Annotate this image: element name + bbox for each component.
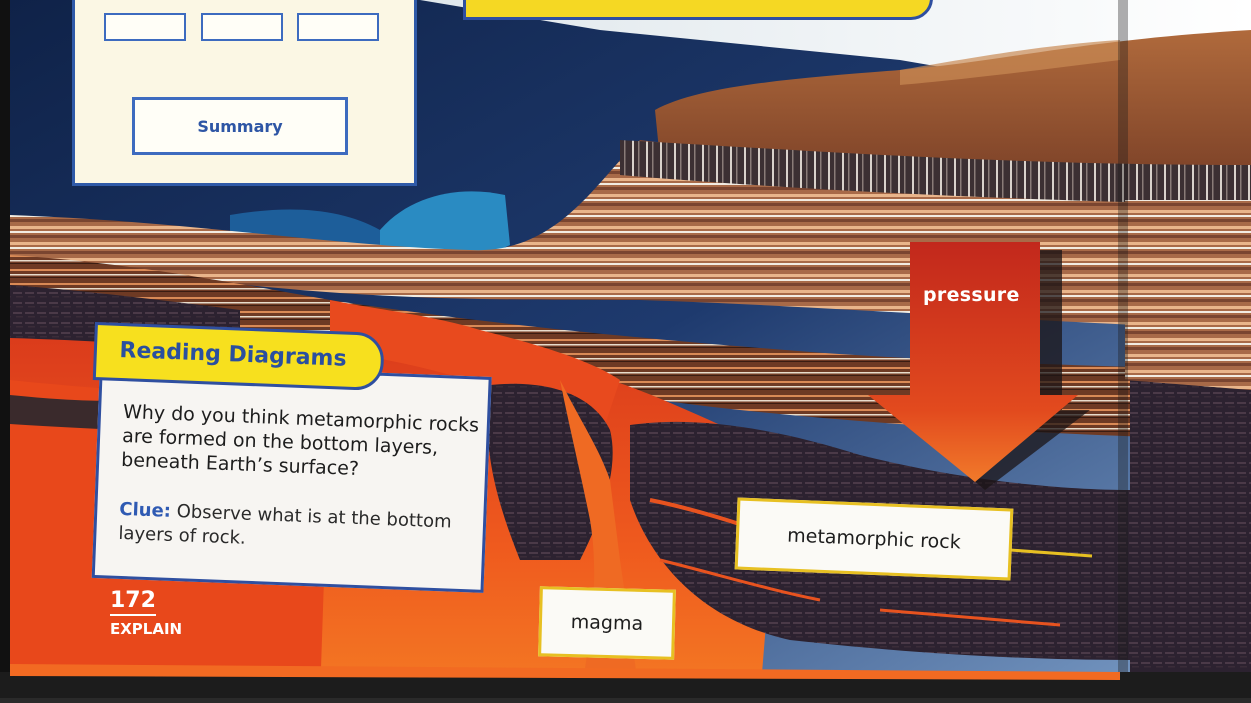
detail-box xyxy=(297,13,379,41)
clue-label: Clue: xyxy=(119,499,171,522)
detail-box xyxy=(104,13,186,41)
page-number: 172 xyxy=(110,588,156,616)
callout-clue: Clue: Observe what is at the bottom laye… xyxy=(118,498,480,560)
metamorphic-rock-label: metamorphic rock xyxy=(735,497,1014,580)
detail-box xyxy=(201,13,283,41)
summary-flow-diagram: Summary xyxy=(72,0,417,186)
summary-box: Summary xyxy=(132,97,348,155)
magma-label: magma xyxy=(538,586,676,660)
reading-diagrams-callout: Why do you think metamorphic rocks are f… xyxy=(92,362,492,593)
section-label: EXPLAIN xyxy=(110,620,182,638)
pressure-label: pressure xyxy=(923,284,1020,306)
callout-question: Why do you think metamorphic rocks are f… xyxy=(121,400,483,486)
top-banner xyxy=(463,0,933,20)
